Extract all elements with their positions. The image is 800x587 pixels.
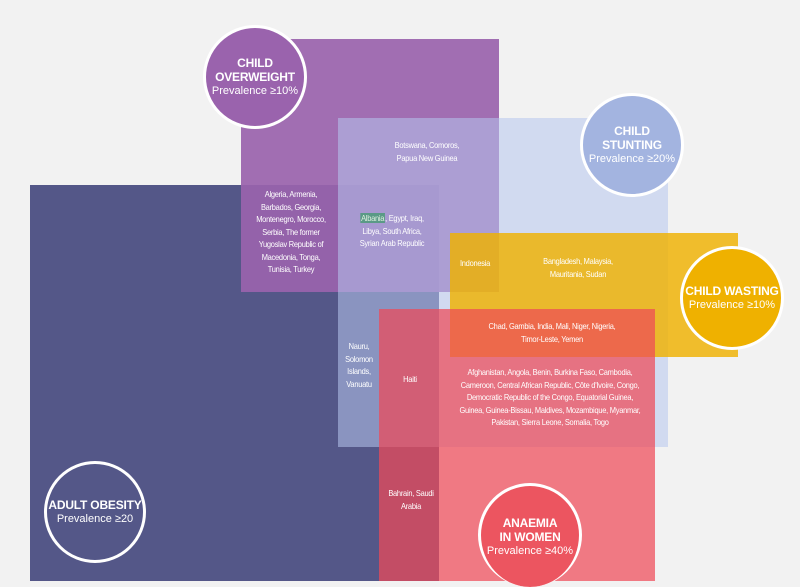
adult-obesity-circle: ADULT OBESITY Prevalence ≥20 bbox=[44, 461, 146, 563]
child-overweight-circle: CHILD OVERWEIGHT Prevalence ≥10% bbox=[203, 25, 307, 129]
anaemia-title-line1: ANAEMIA bbox=[502, 515, 558, 530]
group-stunting-anaemia: Afghanistan, Angola, Benin, Burkina Faso… bbox=[459, 367, 641, 427]
child-wasting-subtitle: Prevalence ≥10% bbox=[688, 299, 776, 311]
group-obesity-overweight-stunting-rest: , Egypt, Iraq, Libya, South Africa, Syri… bbox=[359, 213, 425, 248]
child-stunting-subtitle: Prevalence ≥20% bbox=[588, 153, 676, 165]
group-stunting-wasting: Bangladesh, Malaysia, Mauritania, Sudan bbox=[543, 256, 613, 279]
anaemia-circle: ANAEMIA IN WOMEN Prevalence ≥40% bbox=[478, 483, 582, 587]
group-stunting-wasting-anaemia: Chad, Gambia, India, Mali, Niger, Nigeri… bbox=[488, 321, 616, 344]
group-obesity-stunting-anaemia: Haiti bbox=[403, 374, 417, 384]
child-overweight-title: CHILD OVERWEIGHT bbox=[215, 56, 295, 84]
child-wasting-circle: CHILD WASTING Prevalence ≥10% bbox=[680, 246, 784, 350]
child-overweight-subtitle: Prevalence ≥10% bbox=[211, 85, 299, 97]
adult-obesity-title: ADULT OBESITY bbox=[48, 498, 142, 512]
group-overweight-stunting-wasting: Indonesia bbox=[459, 258, 491, 268]
highlighted-country: Albania bbox=[360, 213, 386, 223]
group-obesity-overweight-stunting: Albania, Egypt, Iraq, Libya, South Afric… bbox=[353, 212, 430, 250]
child-stunting-title: CHILD STUNTING bbox=[602, 124, 662, 152]
group-obesity-stunting: Nauru, Solomon Islands, Vanuatu bbox=[345, 341, 373, 389]
anaemia-subtitle: Prevalence ≥40% bbox=[486, 544, 574, 557]
anaemia-title-line2: IN WOMEN bbox=[499, 529, 561, 544]
child-stunting-circle: CHILD STUNTING Prevalence ≥20% bbox=[580, 93, 684, 197]
adult-obesity-subtitle: Prevalence ≥20 bbox=[56, 513, 134, 525]
child-wasting-title: CHILD WASTING bbox=[685, 284, 779, 298]
group-obesity-anaemia: Bahrain, Saudi Arabia bbox=[388, 488, 434, 511]
group-overweight-stunting: Botswana, Comoros, Papua New Guinea bbox=[394, 140, 460, 163]
group-obesity-overweight: Algeria, Armenia, Barbados, Georgia, Mon… bbox=[256, 189, 326, 274]
